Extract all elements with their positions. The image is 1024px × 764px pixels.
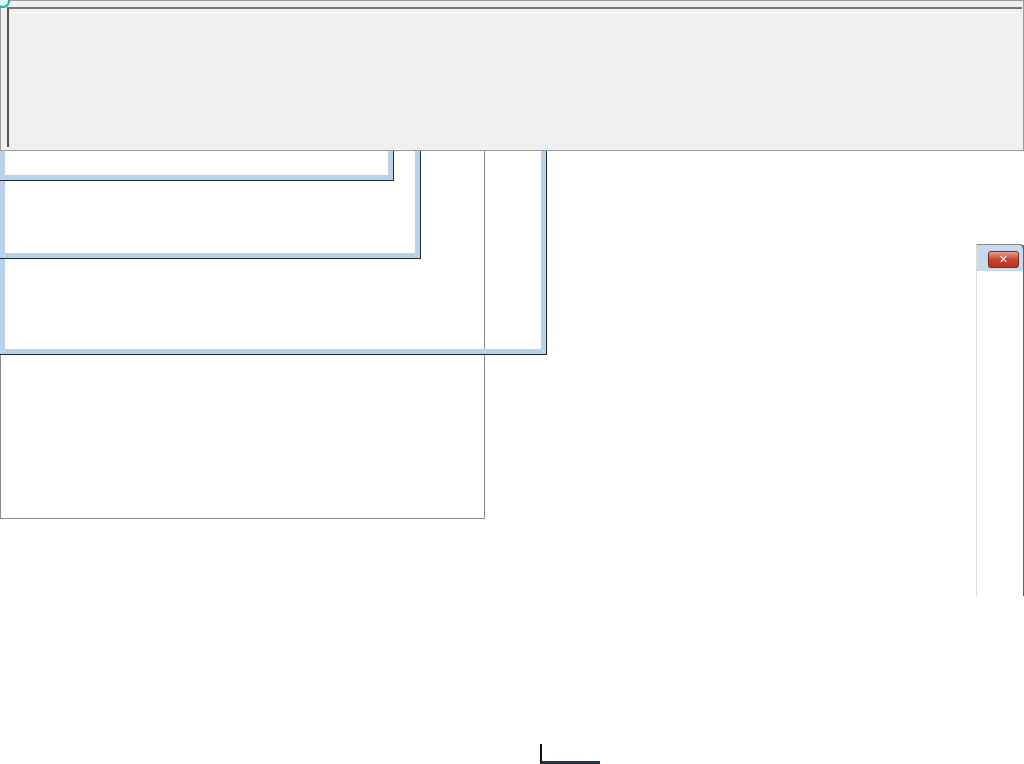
- top-panel: [0, 0, 1024, 151]
- close-button[interactable]: ✕: [988, 251, 1019, 268]
- top-panel-inner: [7, 7, 1022, 147]
- bottom-window-fragment: [540, 744, 600, 764]
- window-frame-small: [0, 149, 394, 181]
- app-orb-icon[interactable]: [0, 0, 10, 8]
- close-icon: ✕: [998, 253, 1009, 266]
- top-panel-highlight: [10, 12, 1020, 13]
- right-window-fragment: [976, 244, 1024, 596]
- window-frame-medium: [0, 149, 421, 259]
